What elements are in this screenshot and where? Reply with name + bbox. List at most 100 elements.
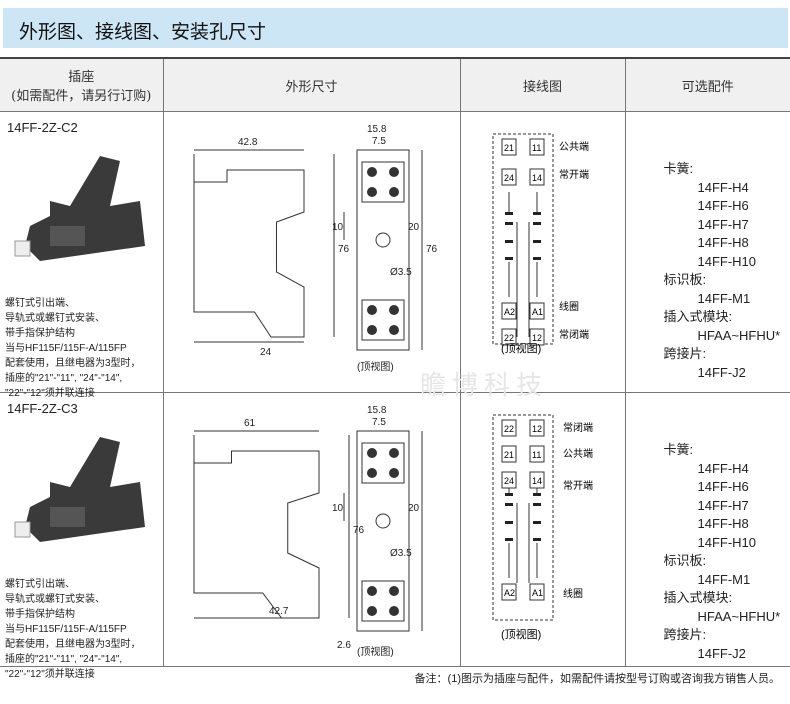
note-line: 当与HF115F/115F-A/115FP bbox=[5, 343, 127, 354]
dim-hole: Ø3.5 bbox=[390, 548, 412, 559]
pin-label: 24 bbox=[504, 476, 514, 486]
pin-label: 12 bbox=[532, 424, 542, 434]
accessory-group-label: 插入式模块: bbox=[663, 309, 733, 324]
socket-cell: 14FF-2Z-C3 螺钉式引出端、导轨式或螺钉式安装、带手指保护结构当与HF1… bbox=[0, 392, 163, 680]
dim-top-width: 15.8 bbox=[367, 405, 387, 416]
terminal-label: 线圈 bbox=[559, 300, 579, 313]
header-dimensions: 外形尺寸 bbox=[162, 57, 460, 112]
dim-pitch: 7.5 bbox=[372, 417, 386, 428]
accessory-item: 14FF-J2 bbox=[697, 364, 746, 380]
accessory-item: HFAA~HFHU* bbox=[697, 608, 781, 624]
pin-label: 21 bbox=[504, 450, 514, 460]
spec-table: 插座(如需配件，请另行订购) 外形尺寸 接线图 可选配件 14FF-2Z-C2 … bbox=[0, 57, 790, 680]
terminal-label: 常闭端 bbox=[559, 328, 589, 341]
pin-label: A2 bbox=[504, 588, 515, 598]
pin-label: 14 bbox=[532, 476, 542, 486]
terminal-label: 常开端 bbox=[559, 168, 589, 181]
accessory-item: 14FF-H7 bbox=[697, 216, 749, 232]
footnote: 备注：(1)图示为插座与配件，如需配件请按型号订购或咨询我方销售人员。 bbox=[414, 673, 780, 685]
accessory-item: 14FF-H10 bbox=[697, 534, 757, 550]
pin-label: 21 bbox=[504, 143, 514, 153]
accessory-item: 14FF-H10 bbox=[697, 253, 757, 269]
dim-height: 76 bbox=[353, 525, 365, 536]
dim-pitch: 7.5 bbox=[372, 136, 386, 147]
accessory-group-label: 卡簧: bbox=[663, 442, 694, 457]
accessory-item: 14FF-H6 bbox=[697, 198, 749, 213]
dim-base: 42.7 bbox=[269, 606, 289, 617]
header-socket: 插座(如需配件，请另行订购) bbox=[0, 57, 163, 112]
accessory-item: 14FF-H7 bbox=[697, 497, 749, 513]
dim-view-label: (顶视图) bbox=[357, 360, 394, 373]
wiring-view-label: (顶视图) bbox=[501, 341, 541, 355]
section-title-bar: 外形图、接线图、安装孔尺寸 bbox=[3, 8, 788, 48]
accessory-item: 14FF-M1 bbox=[697, 571, 751, 587]
header-wiring: 接线图 bbox=[459, 57, 625, 112]
accessory-item: 14FF-M1 bbox=[697, 290, 751, 306]
accessory-item: 14FF-H4 bbox=[697, 460, 749, 476]
pin-label: 22 bbox=[504, 424, 514, 434]
accessory-item: 14FF-H8 bbox=[697, 516, 749, 531]
dim-h2: 20 bbox=[408, 503, 420, 514]
dimension-drawing: 42.8 76 24 76 15.8 7.5 10 20 Ø3.5 (顶视图) bbox=[193, 124, 438, 373]
note-line: 带手指保护结构 bbox=[5, 328, 75, 339]
dim-h1: 10 bbox=[332, 503, 344, 514]
terminal-label: 常开端 bbox=[563, 479, 593, 492]
watermark: 瞻博科技 bbox=[420, 370, 549, 400]
dim-height: 76 bbox=[338, 244, 350, 255]
pin-label: A1 bbox=[532, 588, 543, 598]
note-line: 插座的"21"-"11", "24"-"14", bbox=[5, 654, 123, 665]
dim-top-height: 76 bbox=[426, 244, 438, 255]
pin-label: 24 bbox=[504, 173, 514, 183]
dim-width: 42.8 bbox=[238, 137, 258, 148]
dim-width: 61 bbox=[244, 418, 256, 429]
header-accessories: 可选配件 bbox=[624, 57, 790, 112]
accessory-item: HFAA~HFHU* bbox=[697, 327, 781, 343]
dimension-drawing: 61 76 42.7 2.6 15.8 7.5 10 20 Ø3.5 (顶视图) bbox=[193, 405, 422, 658]
note-line: 导轨式或螺钉式安装、 bbox=[5, 594, 105, 605]
socket-photo bbox=[14, 156, 145, 261]
note-line: 插座的"21"-"11", "24"-"14", bbox=[5, 373, 123, 384]
socket-photo bbox=[14, 437, 145, 542]
wiring-view-label: (顶视图) bbox=[501, 627, 541, 641]
dim-view-label: (顶视图) bbox=[357, 645, 394, 658]
note-line: 导轨式或螺钉式安装、 bbox=[5, 313, 105, 324]
pin-label: 14 bbox=[532, 173, 542, 183]
socket-model: 14FF-2Z-C3 bbox=[7, 401, 78, 416]
terminal-label: 线圈 bbox=[563, 587, 583, 600]
accessories-cell: 卡簧:14FF-H4 14FF-H6 14FF-H7 14FF-H8 14FF-H10 标… bbox=[624, 111, 790, 393]
dim-h1: 10 bbox=[332, 222, 344, 233]
accessory-item: 14FF-H6 bbox=[697, 479, 749, 494]
accessory-group-label: 卡簧: bbox=[663, 161, 694, 176]
section-title: 外形图、接线图、安装孔尺寸 bbox=[19, 22, 267, 43]
accessory-item: 14FF-H4 bbox=[697, 179, 749, 195]
dim-hole: Ø3.5 bbox=[390, 267, 412, 278]
accessory-group-label: 插入式模块: bbox=[663, 590, 733, 605]
table-row: 14FF-2Z-C2 螺钉式引出端、导轨式或螺钉式安装、带手指保护结构当与HF1… bbox=[0, 111, 790, 399]
accessory-group-label: 跨接片: bbox=[663, 346, 707, 361]
dim-base-height: 2.6 bbox=[337, 640, 351, 651]
accessory-group-label: 标识板: bbox=[663, 553, 707, 568]
pin-label: A1 bbox=[532, 307, 543, 317]
pin-label: 11 bbox=[532, 450, 541, 460]
note-line: 螺钉式引出端、 bbox=[5, 579, 75, 590]
pin-label: 11 bbox=[532, 143, 541, 153]
dimension-cell: 61 76 42.7 2.6 15.8 7.5 10 20 Ø3.5 (顶视图) bbox=[162, 392, 460, 667]
dim-base: 24 bbox=[260, 347, 272, 358]
note-line: "22"-"12"须并联连接 bbox=[5, 669, 95, 680]
note-line: 带手指保护结构 bbox=[5, 609, 75, 620]
table-row: 14FF-2Z-C3 螺钉式引出端、导轨式或螺钉式安装、带手指保护结构当与HF1… bbox=[0, 392, 790, 680]
accessories-cell: 卡簧:14FF-H4 14FF-H6 14FF-H7 14FF-H8 14FF-H10 标… bbox=[624, 392, 790, 667]
terminal-label: 公共端 bbox=[559, 140, 589, 153]
socket-cell: 14FF-2Z-C2 螺钉式引出端、导轨式或螺钉式安装、带手指保护结构当与HF1… bbox=[0, 111, 163, 399]
pin-label: 22 bbox=[504, 333, 514, 343]
accessory-item: 14FF-J2 bbox=[697, 645, 746, 661]
accessory-group-label: 标识板: bbox=[663, 272, 707, 287]
note-line: 螺钉式引出端、 bbox=[5, 298, 75, 309]
socket-model: 14FF-2Z-C2 bbox=[7, 120, 78, 135]
dim-h2: 20 bbox=[408, 222, 420, 233]
accessory-item: 14FF-H8 bbox=[697, 235, 749, 250]
note-line: 当与HF115F/115F-A/115FP bbox=[5, 624, 127, 635]
